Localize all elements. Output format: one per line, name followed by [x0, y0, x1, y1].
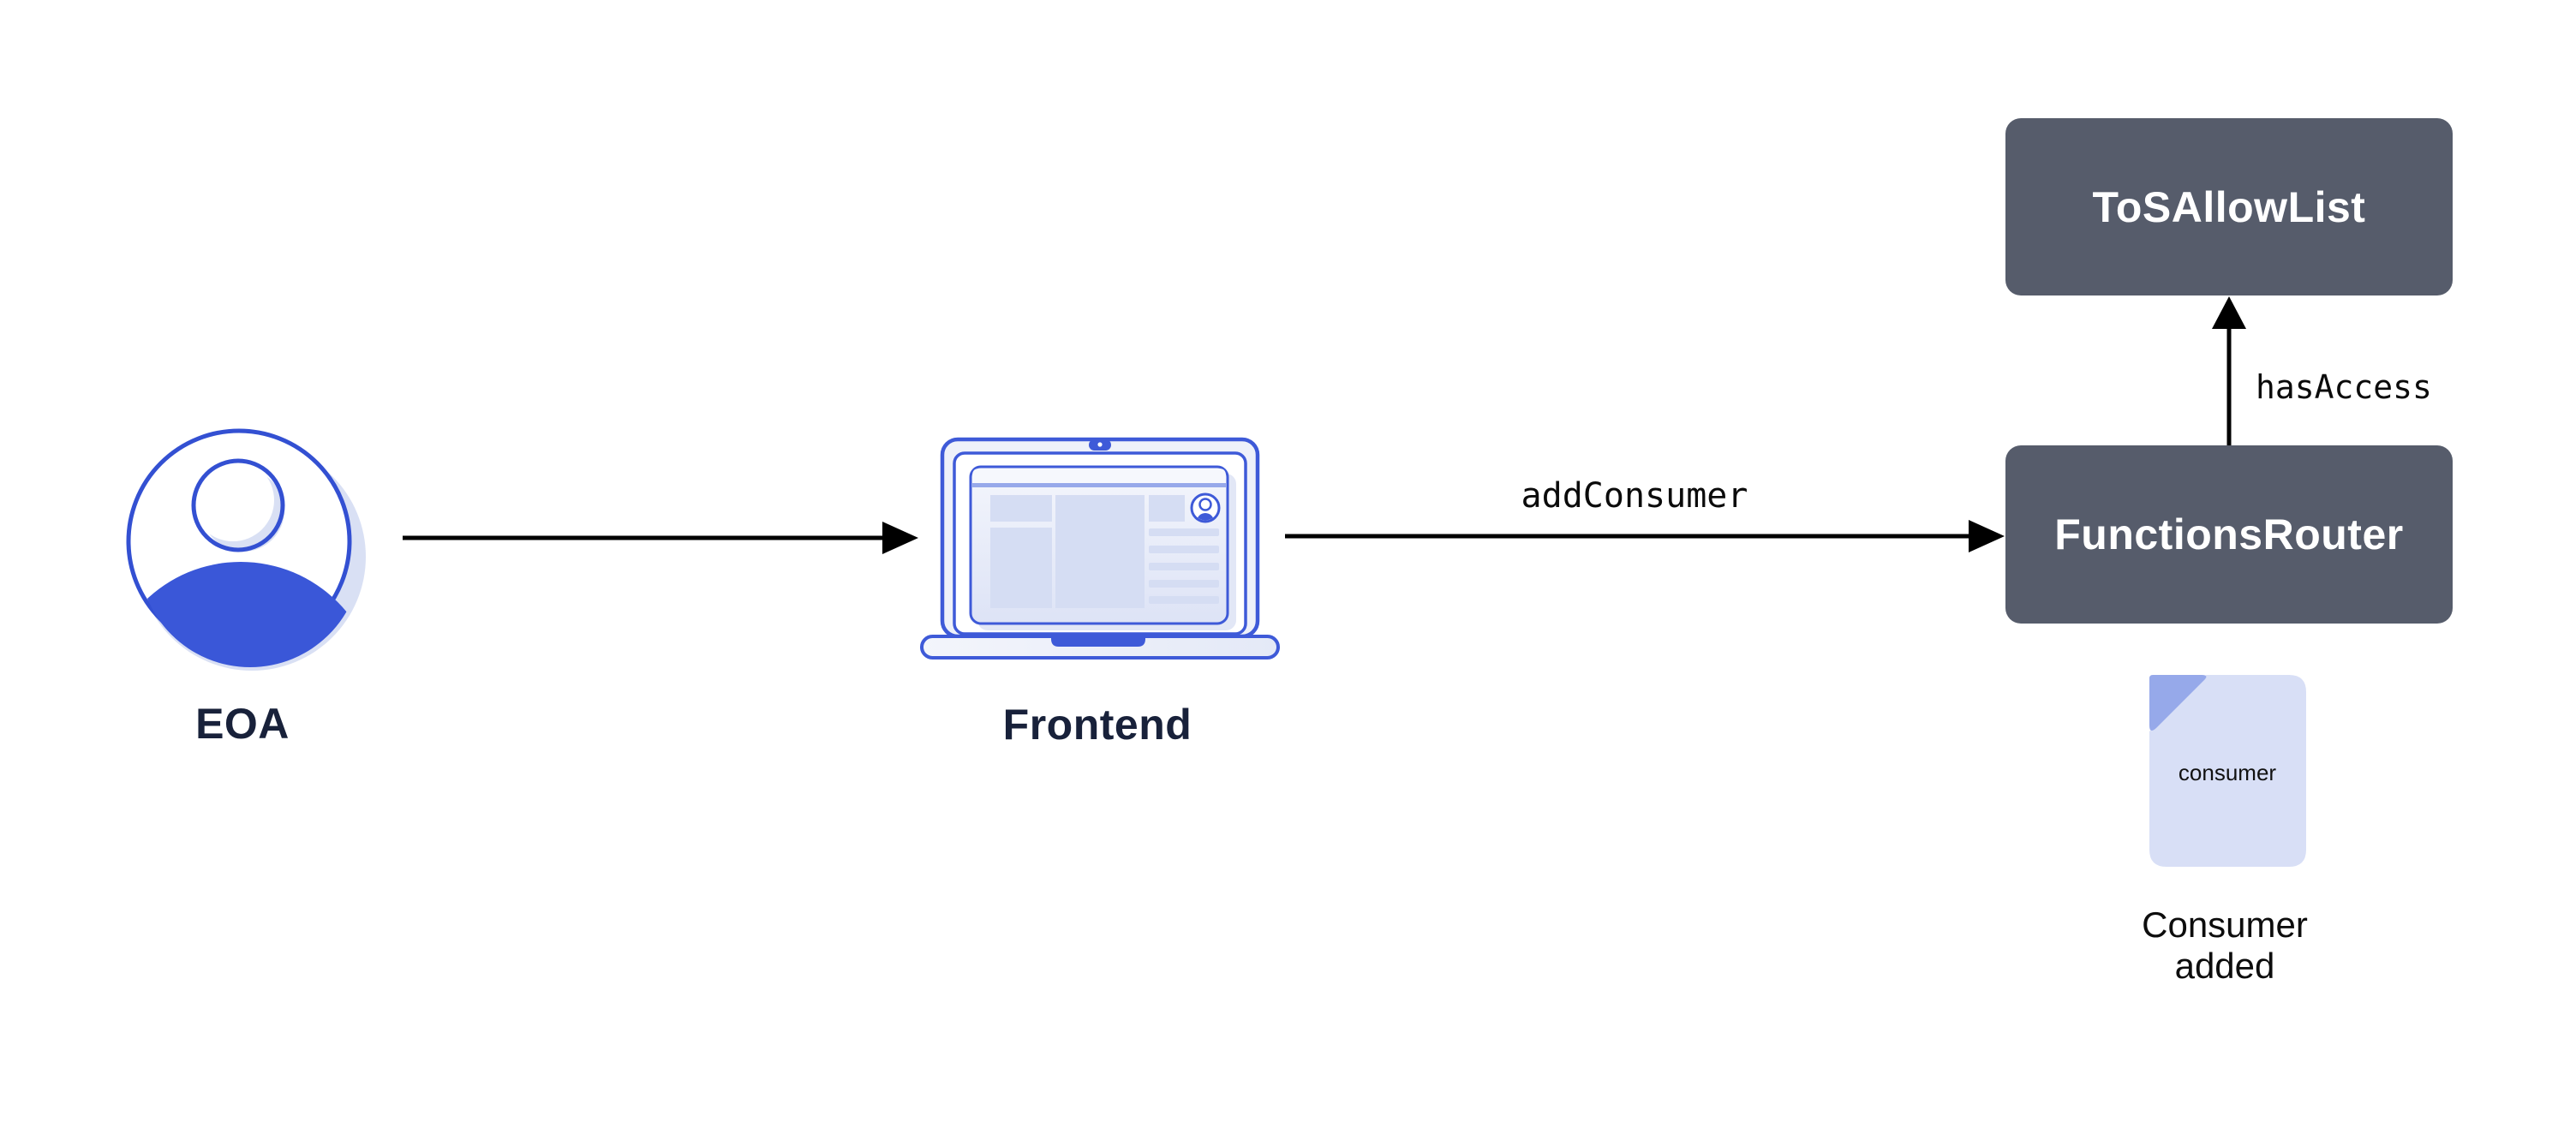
- node-label-eoa: EOA: [195, 700, 290, 748]
- browser-window-icon: [969, 465, 1229, 625]
- document-label: consumer: [2179, 760, 2276, 785]
- folded-corner-icon: [2149, 675, 2207, 731]
- browser-avatar-icon: [1190, 492, 1221, 523]
- user-avatar-icon: [126, 428, 366, 671]
- arrow-eoa-to-frontend: [403, 522, 918, 554]
- edge-label-hasaccess: hasAccess: [2256, 368, 2432, 406]
- arrowhead-icon: [1969, 520, 2005, 552]
- edge-label-addconsumer: addConsumer: [1521, 476, 1748, 516]
- consumer-added-caption: Consumer added: [2142, 904, 2308, 986]
- contract-box-label: ToSAllowList: [2092, 182, 2366, 231]
- contract-box-label: FunctionsRouter: [2054, 510, 2404, 558]
- node-label-frontend: Frontend: [1002, 701, 1192, 749]
- arrow-frontend-to-functionsrouter: [1285, 520, 2005, 552]
- node-tos-allow-list: ToSAllowList: [2005, 118, 2453, 295]
- arrow-functionsrouter-to-tosallowlist: [2212, 296, 2246, 446]
- laptop-icon: [920, 437, 1280, 660]
- node-functions-router: FunctionsRouter: [2005, 445, 2453, 624]
- arrowhead-icon: [2212, 296, 2246, 329]
- arrowhead-icon: [882, 522, 918, 554]
- document-icon: consumer: [2149, 675, 2306, 867]
